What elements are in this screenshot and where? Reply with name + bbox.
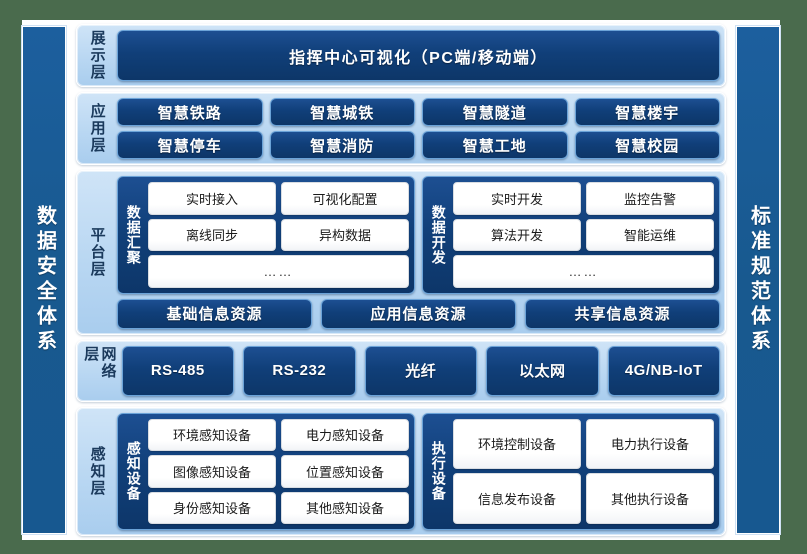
cell-environment-sensor[interactable]: 环境感知设备 — [148, 418, 276, 451]
cell-environment-control[interactable]: 环境控制设备 — [453, 418, 581, 470]
network-item-rs485[interactable]: RS-485 — [121, 345, 234, 396]
aggregation-row-2: 离线同步 异构数据 — [148, 218, 409, 251]
layer-sensing: 感知层 感知设备 环境感知设备 电力感知设备 — [76, 406, 726, 536]
cell-realtime-development[interactable]: 实时开发 — [453, 182, 581, 215]
layer-display-body: 指挥中心可视化（PC端/移动端） — [117, 30, 720, 81]
network-items: RS-485 RS-232 光纤 以太网 4G/NB-IoT — [121, 345, 720, 396]
network-item-fiber[interactable]: 光纤 — [364, 345, 477, 396]
cell-algorithm-development[interactable]: 算法开发 — [453, 218, 581, 251]
group-label-data-development: 数据开发 — [428, 182, 448, 288]
platform-groups: 数据汇聚 实时接入 可视化配置 离线同步 异构数据 — [117, 176, 720, 294]
development-row-2: 算法开发 智能运维 — [453, 218, 714, 251]
sensing-row-1: 环境感知设备 电力感知设备 — [148, 418, 409, 451]
app-item-smart-tunnel[interactable]: 智慧隧道 — [422, 98, 568, 126]
layer-sensing-body: 感知设备 环境感知设备 电力感知设备 图像感知设备 位置感知设备 — [117, 412, 720, 530]
cell-location-sensor[interactable]: 位置感知设备 — [281, 455, 409, 488]
layer-display-name: 展示层 — [88, 30, 106, 81]
layer-network-label: 网络层 — [82, 345, 117, 396]
group-label-actuator-devices: 执行设备 — [428, 419, 448, 525]
cell-power-actuator[interactable]: 电力执行设备 — [586, 418, 714, 470]
network-item-4g-nbiot[interactable]: 4G/NB-IoT — [607, 345, 720, 396]
network-item-ethernet[interactable]: 以太网 — [486, 345, 599, 396]
group-label-actuator-devices-text: 执行设备 — [430, 441, 447, 502]
layer-application: 应用层 智慧铁路 智慧城铁 智慧隧道 智慧楼宇 智慧停车 智慧消防 智慧工地 智… — [76, 92, 726, 165]
sensing-groups: 感知设备 环境感知设备 电力感知设备 图像感知设备 位置感知设备 — [117, 412, 720, 530]
application-row-1: 智慧铁路 智慧城铁 智慧隧道 智慧楼宇 — [117, 98, 720, 126]
group-label-data-development-text: 数据开发 — [430, 204, 447, 265]
pillar-left-label: 数据安全体系 — [33, 205, 56, 355]
layer-platform-body: 数据汇聚 实时接入 可视化配置 离线同步 异构数据 — [117, 176, 720, 329]
layer-sensing-label: 感知层 — [82, 413, 112, 531]
pillar-standards-system: 标准规范体系 — [735, 25, 781, 535]
cell-development-ellipsis[interactable]: …… — [453, 255, 714, 288]
group-label-data-aggregation-text: 数据汇聚 — [125, 204, 142, 265]
layer-platform: 平台层 数据汇聚 实时接入 可视化配置 — [76, 170, 726, 335]
cell-realtime-ingest[interactable]: 实时接入 — [148, 182, 276, 215]
aggregation-row-3: …… — [148, 255, 409, 288]
development-row-1: 实时开发 监控告警 — [453, 182, 714, 215]
group-cells-data-development: 实时开发 监控告警 算法开发 智能运维 …… — [453, 182, 714, 288]
pillar-data-security: 数据安全体系 — [21, 25, 67, 535]
cell-visual-config[interactable]: 可视化配置 — [281, 182, 409, 215]
platform-group-data-development: 数据开发 实时开发 监控告警 算法开发 智能运维 — [422, 176, 720, 294]
diagram-canvas: 数据安全体系 展示层 指挥中心可视化（PC端/移动端） 应用层 — [21, 20, 781, 540]
cell-information-display[interactable]: 信息发布设备 — [453, 473, 581, 524]
group-cells-sensing-devices: 环境感知设备 电力感知设备 图像感知设备 位置感知设备 身份感知设备 其他感知设… — [148, 418, 409, 524]
cell-heterogeneous-data[interactable]: 异构数据 — [281, 218, 409, 251]
platform-group-data-aggregation: 数据汇聚 实时接入 可视化配置 离线同步 异构数据 — [117, 176, 415, 294]
layer-display-label: 展示层 — [82, 30, 112, 81]
aggregation-row-1: 实时接入 可视化配置 — [148, 182, 409, 215]
group-cells-actuator-devices: 环境控制设备 电力执行设备 信息发布设备 其他执行设备 — [453, 418, 714, 524]
app-item-smart-building[interactable]: 智慧楼宇 — [574, 98, 720, 126]
architecture-frame: 数据安全体系 展示层 指挥中心可视化（PC端/移动端） 应用层 — [21, 20, 781, 540]
group-cells-data-aggregation: 实时接入 可视化配置 离线同步 异构数据 …… — [148, 182, 409, 288]
sensing-row-3: 身份感知设备 其他感知设备 — [148, 491, 409, 524]
actuator-row-2: 信息发布设备 其他执行设备 — [453, 473, 714, 524]
layer-platform-name: 平台层 — [88, 226, 106, 278]
cell-identity-sensor[interactable]: 身份感知设备 — [148, 491, 276, 524]
layer-platform-label: 平台层 — [82, 176, 112, 329]
layer-stack: 展示层 指挥中心可视化（PC端/移动端） 应用层 智慧铁路 智慧城铁 智慧隧道 … — [76, 24, 726, 536]
sensing-row-2: 图像感知设备 位置感知设备 — [148, 455, 409, 488]
layer-display: 展示层 指挥中心可视化（PC端/移动端） — [76, 24, 726, 87]
sensing-group-sensors: 感知设备 环境感知设备 电力感知设备 图像感知设备 位置感知设备 — [117, 412, 415, 530]
pillar-right-label: 标准规范体系 — [747, 205, 770, 355]
app-item-smart-fire[interactable]: 智慧消防 — [269, 131, 415, 159]
app-item-smart-campus[interactable]: 智慧校园 — [574, 131, 720, 159]
layer-network-body: RS-485 RS-232 光纤 以太网 4G/NB-IoT — [121, 345, 720, 396]
app-item-smart-metro[interactable]: 智慧城铁 — [269, 98, 415, 126]
app-item-smart-parking[interactable]: 智慧停车 — [117, 131, 263, 159]
sensing-group-actuators: 执行设备 环境控制设备 电力执行设备 信息发布设备 其他执行设备 — [422, 412, 720, 530]
display-banner[interactable]: 指挥中心可视化（PC端/移动端） — [117, 30, 720, 81]
app-item-smart-site[interactable]: 智慧工地 — [422, 131, 568, 159]
cell-intelligent-ops[interactable]: 智能运维 — [586, 218, 714, 251]
cell-image-sensor[interactable]: 图像感知设备 — [148, 455, 276, 488]
cell-monitoring-alarm[interactable]: 监控告警 — [586, 182, 714, 215]
actuator-row-1: 环境控制设备 电力执行设备 — [453, 418, 714, 470]
layer-application-name: 应用层 — [88, 103, 106, 154]
group-label-sensing-devices-text: 感知设备 — [125, 441, 142, 502]
cell-aggregation-ellipsis[interactable]: …… — [148, 255, 409, 288]
layer-network: 网络层 RS-485 RS-232 光纤 以太网 4G/NB-IoT — [76, 339, 726, 402]
application-row-2: 智慧停车 智慧消防 智慧工地 智慧校园 — [117, 131, 720, 159]
development-row-3: …… — [453, 255, 714, 288]
layer-network-name: 网络层 — [82, 345, 117, 380]
group-label-sensing-devices: 感知设备 — [123, 419, 143, 525]
group-label-data-aggregation: 数据汇聚 — [123, 182, 143, 288]
cell-offline-sync[interactable]: 离线同步 — [148, 218, 276, 251]
layer-application-body: 智慧铁路 智慧城铁 智慧隧道 智慧楼宇 智慧停车 智慧消防 智慧工地 智慧校园 — [117, 98, 720, 159]
resource-shared-information[interactable]: 共享信息资源 — [525, 298, 720, 329]
platform-resources: 基础信息资源 应用信息资源 共享信息资源 — [117, 298, 720, 329]
cell-other-actuator[interactable]: 其他执行设备 — [586, 473, 714, 524]
layer-sensing-name: 感知层 — [88, 445, 106, 497]
network-item-rs232[interactable]: RS-232 — [243, 345, 356, 396]
layer-application-label: 应用层 — [82, 98, 112, 159]
app-item-smart-railway[interactable]: 智慧铁路 — [117, 98, 263, 126]
cell-power-sensor[interactable]: 电力感知设备 — [281, 418, 409, 451]
cell-other-sensor[interactable]: 其他感知设备 — [281, 491, 409, 524]
resource-application-information[interactable]: 应用信息资源 — [321, 298, 516, 329]
resource-basic-information[interactable]: 基础信息资源 — [117, 298, 312, 329]
